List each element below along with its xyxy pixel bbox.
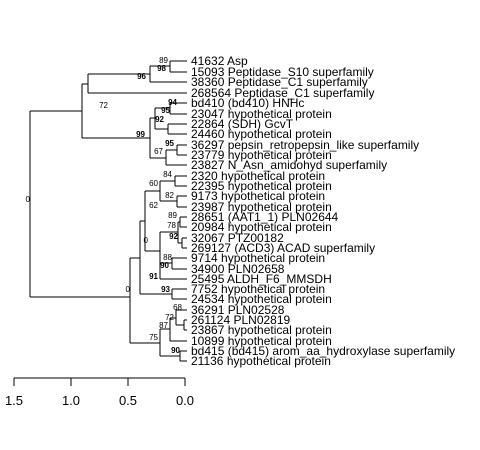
leaf-label: 23867 hypothetical protein (191, 323, 332, 337)
leaf-label: 41632 Asp (191, 54, 248, 68)
bootstrap-value: 0 (26, 195, 31, 204)
axis-tick-label: 0.0 (176, 393, 194, 408)
leaf-label: 23047 hypothetical protein (191, 107, 332, 121)
bootstrap-value: 72 (99, 101, 108, 110)
leaf-label: 2320 hypothetical protein (191, 169, 325, 183)
branch (181, 237, 187, 249)
leaf-label: 20984 hypothetical protein (191, 220, 332, 234)
branch (129, 257, 160, 344)
leaf-label: 269127 (ACD3) ACAD superfamily (191, 241, 375, 255)
bootstrap-value: 67 (154, 147, 163, 156)
leaf-label: bd410 (bd410) HNHc (191, 96, 304, 110)
branch (149, 65, 187, 83)
bootstrap-value: 60 (149, 179, 158, 188)
branch (176, 144, 187, 156)
bootstrap-value: 90 (160, 261, 169, 270)
leaf-label: 21136 hypothetical protein (191, 354, 331, 368)
leaf-label: 28651 (AAT1_1) PLN02644 (191, 210, 339, 224)
bootstrap-value: 89 (159, 56, 168, 65)
branch (175, 309, 187, 326)
leaf-label: bd415 (bd415) arom_aa_hydroxylase superf… (191, 344, 455, 358)
bootstrap-value: 92 (169, 232, 178, 241)
bootstrap-value: 92 (155, 115, 164, 124)
bootstrap-value: 96 (137, 72, 146, 81)
leaf-label: 15093 Peptidase_S10 superfamily (191, 65, 374, 79)
branch (29, 110, 130, 298)
bootstrap-value: 89 (168, 211, 177, 220)
bootstrap-value: 0 (144, 236, 149, 245)
bootstrap-value: 98 (157, 64, 166, 73)
bootstrap-value: 68 (173, 303, 182, 312)
leaf-label: 34900 PLN02658 (191, 262, 285, 276)
branch (174, 175, 187, 187)
leaf-labels: 41632 Asp 15093 Peptidase_S10 superfamil… (191, 54, 455, 368)
leaf-label: 10899 hypothetical protein (191, 334, 332, 348)
leaf-label: 268564 Peptidase_C1 superfamily (191, 86, 374, 100)
bootstrap-labels: 89 98 96 72 94 95 92 95 67 99 0 84 60 82… (26, 56, 183, 355)
bootstrap-value: 62 (149, 201, 158, 210)
axis-tick-label: 0.5 (119, 393, 137, 408)
leaf-label: 7752 hypothetical protein (191, 282, 325, 296)
axis-tick-label: 1.0 (62, 393, 80, 408)
branch (171, 288, 187, 300)
bootstrap-value: 99 (136, 130, 145, 139)
branch (183, 319, 187, 331)
bootstrap-value: 82 (165, 191, 174, 200)
bootstrap-value: 88 (163, 253, 172, 262)
bootstrap-value: 90 (171, 346, 180, 355)
branch (179, 216, 187, 228)
leaf-label: 22395 hypothetical protein (191, 179, 332, 193)
bootstrap-value: 95 (165, 139, 174, 148)
bootstrap-value: 72 (165, 313, 174, 322)
bootstrap-value: 78 (167, 221, 176, 230)
branch (171, 257, 187, 270)
tree-branches (29, 60, 187, 362)
leaf-label: 38360 Peptidase_C1 superfamily (191, 75, 368, 89)
leaf-label: 23827 N_Asn_amidohyd superfamily (191, 158, 387, 172)
bootstrap-value: 87 (159, 321, 168, 330)
branch (167, 123, 187, 135)
leaf-label: 24534 hypothetical protein (191, 292, 332, 306)
bootstrap-value: 75 (149, 333, 158, 342)
bootstrap-value: 91 (149, 272, 158, 281)
axis-tick-label: 1.5 (5, 393, 23, 408)
leaf-label: 22864 (SDH) GcvT (191, 117, 294, 131)
leaf-label: 23779 hypothetical protein (191, 148, 332, 162)
bootstrap-value: 0 (126, 285, 131, 294)
leaf-label: 24460 hypothetical protein (191, 127, 332, 141)
branch (176, 195, 187, 208)
bootstrap-value: 94 (168, 98, 177, 107)
branch (179, 350, 187, 362)
branch (169, 60, 187, 73)
leaf-label: 9173 hypothetical protein (191, 189, 325, 203)
leaf-label: 36291 PLN02528 (191, 303, 285, 317)
leaf-label: 261124 PLN02819 (191, 313, 291, 327)
bootstrap-value: 84 (163, 170, 172, 179)
bootstrap-value: 95 (161, 106, 170, 115)
leaf-label: 36297 pepsin_retropepsin_like superfamil… (191, 138, 419, 152)
leaf-label: 23987 hypothetical protein (191, 200, 332, 214)
leaf-label: 9714 hypothetical protein (191, 251, 325, 265)
leaf-label: 32067 PTZ00182 (191, 231, 284, 245)
bootstrap-value: 93 (161, 285, 170, 294)
scale-axis: 1.5 1.0 0.5 0.0 (5, 377, 194, 408)
leaf-label: 25495 ALDH_F6_MMSDH (191, 272, 332, 286)
